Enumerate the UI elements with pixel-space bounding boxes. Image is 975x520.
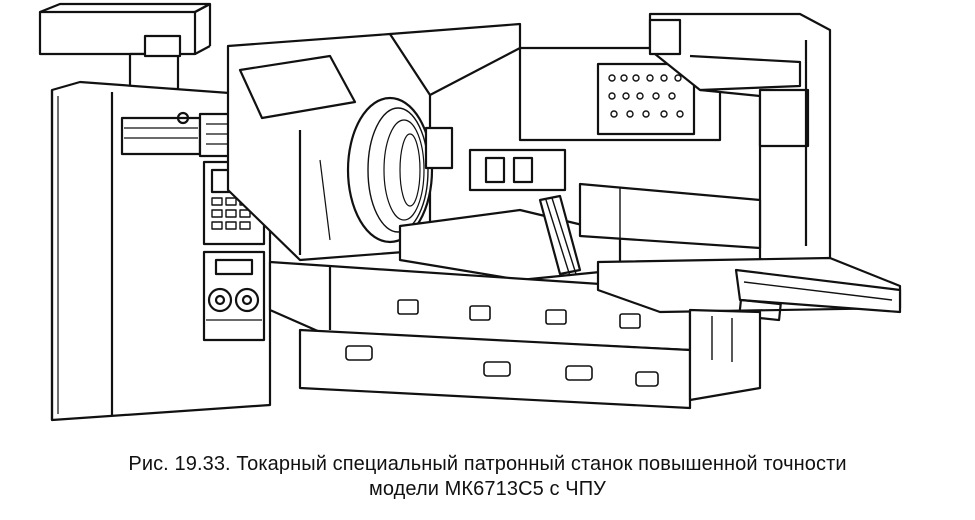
overhead-arm	[38, 2, 212, 91]
caption-line-2: модели МК6713С5 с ЧПУ	[369, 478, 606, 500]
figure-caption: Рис. 19.33. Токарный специальный патронн…	[0, 452, 975, 502]
machine-illustration	[38, 2, 902, 422]
machine-body	[226, 12, 902, 410]
caption-line-1: Рис. 19.33. Токарный специальный патронн…	[128, 453, 847, 475]
